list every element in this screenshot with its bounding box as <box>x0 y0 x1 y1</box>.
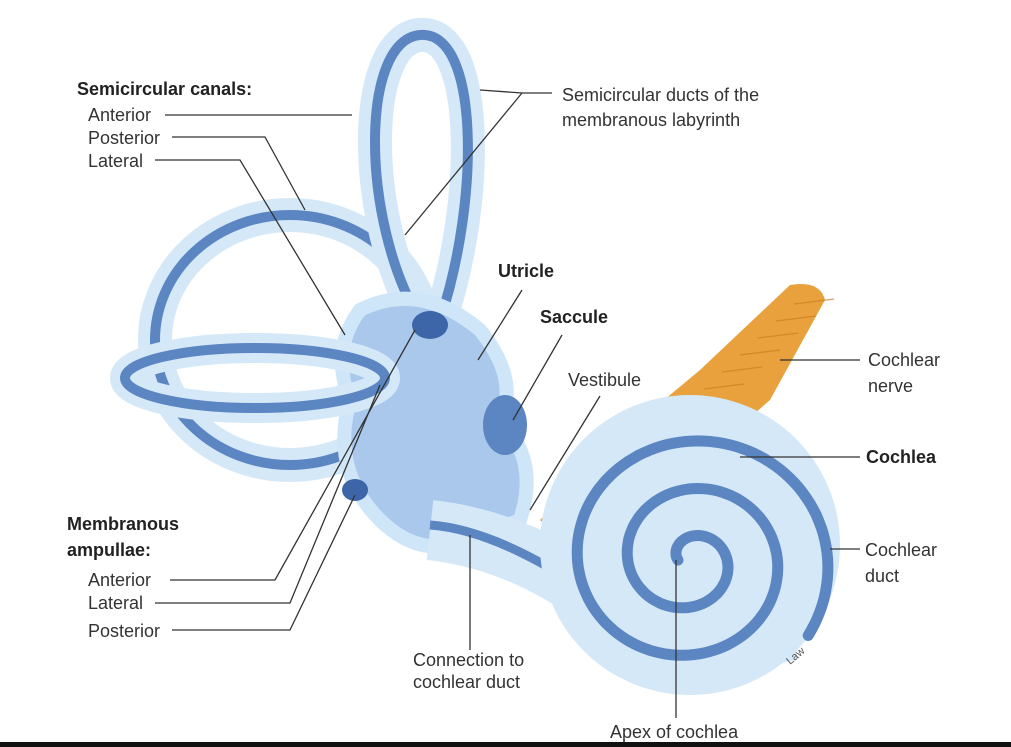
label-cochlear-duct-2: duct <box>865 566 899 586</box>
label-canal-lateral: Lateral <box>88 151 143 171</box>
label-amp-anterior: Anterior <box>88 570 151 590</box>
label-cochlear-nerve-1: Cochlear <box>868 350 940 370</box>
label-amp-lateral: Lateral <box>88 593 143 613</box>
leader-lines <box>155 89 860 718</box>
label-connection-2: cochlear duct <box>413 672 520 692</box>
lateral-semicircular-canal <box>110 333 400 423</box>
label-utricle: Utricle <box>498 261 554 281</box>
label-cochlear-nerve-2: nerve <box>868 376 913 396</box>
anterior-semicircular-canal <box>358 18 485 329</box>
label-amp-posterior: Posterior <box>88 621 160 641</box>
label-ampullae-1: Membranous <box>67 514 179 534</box>
label-canal-posterior: Posterior <box>88 128 160 148</box>
label-semicircular-canals: Semicircular canals: <box>77 79 252 99</box>
label-ampullae-2: ampullae: <box>67 540 151 560</box>
label-apex: Apex of cochlea <box>610 722 739 742</box>
label-connection-1: Connection to <box>413 650 524 670</box>
label-canal-anterior: Anterior <box>88 105 151 125</box>
bottom-border <box>0 742 1011 747</box>
label-cochlea: Cochlea <box>866 447 937 467</box>
label-cochlear-duct-1: Cochlear <box>865 540 937 560</box>
label-ducts-2: membranous labyrinth <box>562 110 740 130</box>
label-ducts-1: Semicircular ducts of the <box>562 85 759 105</box>
label-saccule: Saccule <box>540 307 608 327</box>
label-vestibule: Vestibule <box>568 370 641 390</box>
cochlea <box>540 395 840 695</box>
